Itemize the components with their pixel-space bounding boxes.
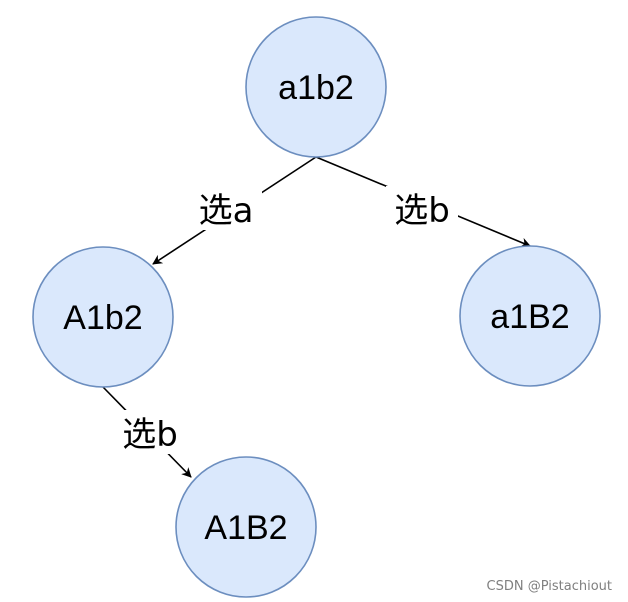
edge-label-choose-b-lower: 选b: [122, 415, 178, 455]
node-leftleft-label: A1B2: [204, 509, 287, 547]
node-left-label: A1b2: [63, 299, 142, 337]
node-root: a1b2: [245, 16, 387, 158]
node-root-circle: [245, 16, 387, 158]
edge-labels-layer: 选a 选b 选b: [114, 186, 458, 455]
node-leftleft-circle: [175, 456, 317, 598]
nodes-layer: a1b2 A1b2 a1B2 A1B2: [32, 16, 601, 598]
node-left: A1b2: [32, 246, 174, 388]
node-right: a1B2: [459, 245, 601, 387]
edge-label-choose-b-right: 选b: [394, 191, 450, 231]
node-right-label: a1B2: [490, 298, 569, 336]
node-right-circle: [459, 245, 601, 387]
watermark: CSDN @Pistachiout: [487, 579, 613, 594]
node-leftleft: A1B2: [175, 456, 317, 598]
node-left-circle: [32, 246, 174, 388]
node-root-label: a1b2: [278, 69, 354, 107]
edge-label-choose-a: 选a: [199, 191, 254, 231]
